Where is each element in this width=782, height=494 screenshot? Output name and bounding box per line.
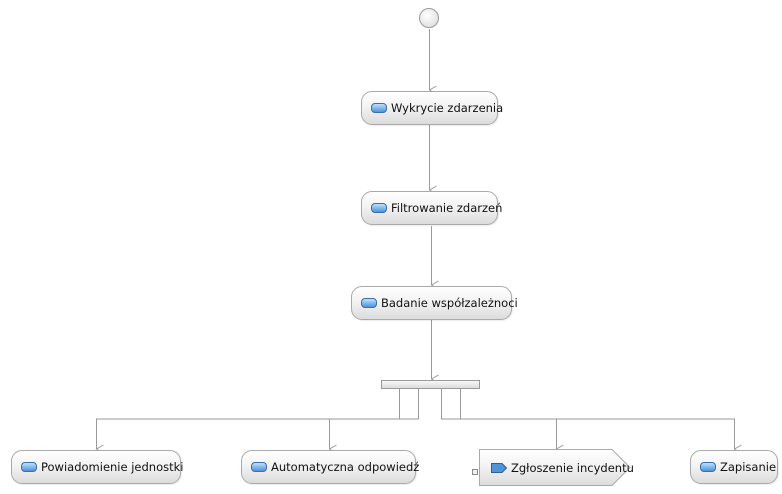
send-signal-action-shape[interactable] <box>479 449 631 486</box>
edge-fork-to-notify <box>95 389 400 454</box>
action-icon <box>700 462 716 472</box>
action-label: Zgłoszenie incydentu <box>511 460 634 475</box>
action-icon <box>251 462 267 472</box>
action-node-filter[interactable]: Filtrowanie zdarzeń <box>361 191 502 225</box>
action-icon <box>21 462 37 472</box>
fork-bar[interactable] <box>381 380 480 389</box>
action-node-correlate[interactable]: Badanie współzależnoci <box>351 286 518 320</box>
action-node-auto-reply[interactable]: Automatyczna odpowiedź <box>241 450 420 484</box>
input-pin-icon[interactable] <box>472 469 478 475</box>
send-signal-icon <box>491 462 507 473</box>
action-node-save[interactable]: Zapisanie <box>690 450 778 484</box>
action-label: Powiadomienie jednostki <box>41 460 184 474</box>
action-label: Filtrowanie zdarzeń <box>391 201 503 215</box>
action-node-detect[interactable]: Wykrycie zdarzenia <box>361 91 503 125</box>
edge-fork-to-auto-reply <box>328 389 419 454</box>
action-label: Badanie współzależnoci <box>381 296 518 310</box>
action-label: Automatyczna odpowiedź <box>271 460 420 474</box>
edge-fork-to-save <box>460 389 742 454</box>
action-label: Zapisanie <box>720 460 777 474</box>
action-node-report[interactable]: Zgłoszenie incydentu <box>479 449 634 486</box>
action-icon <box>361 298 377 308</box>
action-icon <box>371 203 387 213</box>
action-label: Wykrycie zdarzenia <box>391 101 504 115</box>
action-node-notify[interactable]: Powiadomienie jednostki <box>11 450 184 484</box>
initial-node[interactable] <box>419 8 439 28</box>
action-icon <box>371 103 387 113</box>
